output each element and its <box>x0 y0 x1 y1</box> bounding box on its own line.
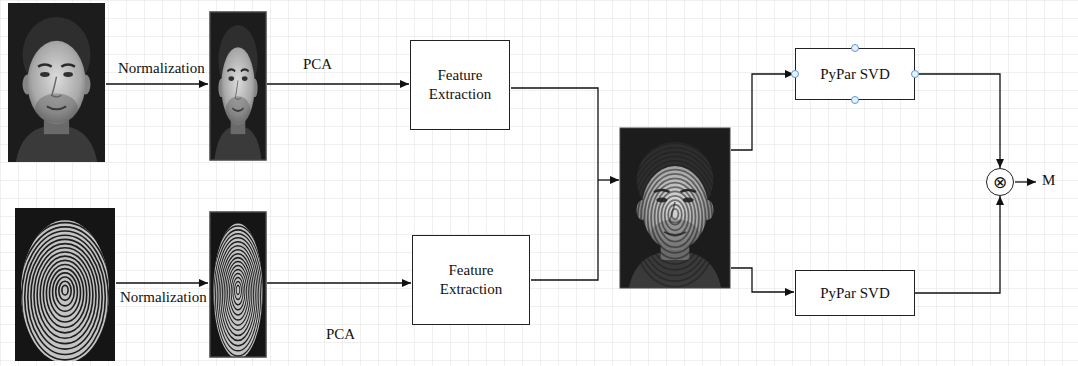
flow-arrow <box>1015 181 1036 182</box>
fused-image <box>620 143 729 303</box>
step-label: Normalization <box>118 60 205 77</box>
fingerprint-photo <box>15 208 115 366</box>
process-box: PyPar SVD <box>795 48 915 100</box>
connector-arrow <box>915 74 1000 168</box>
flow-arrow <box>116 282 208 283</box>
port-dot <box>851 44 859 52</box>
node-text: Feature Extraction <box>421 66 499 104</box>
normalized-face <box>210 12 266 160</box>
flow-arrow <box>598 179 619 180</box>
face-photo <box>8 3 105 162</box>
node-text: Feature Extraction <box>423 261 519 299</box>
port-dot <box>791 70 799 78</box>
process-box: PyPar SVD <box>795 270 915 316</box>
normalized-fingerprint <box>210 212 266 366</box>
operator-circle: ⊗ <box>986 168 1014 196</box>
process-box: Feature Extraction <box>412 235 530 325</box>
flow-arrow <box>267 83 409 84</box>
flow-arrow <box>531 180 598 280</box>
step-label: PCA <box>326 326 355 343</box>
step-label: PCA <box>303 56 332 73</box>
process-box: Feature Extraction <box>410 40 510 130</box>
node-text: ⊗ <box>993 174 1007 191</box>
normalized-face <box>210 12 266 160</box>
port-dot <box>851 96 859 104</box>
fused-image <box>620 128 730 288</box>
face-photo <box>8 3 105 162</box>
fused-image <box>620 143 729 303</box>
fingerprint-photo <box>15 208 115 366</box>
normalized-face <box>210 12 266 160</box>
fused-image <box>620 128 730 304</box>
flow-arrow <box>731 268 794 292</box>
normalized-fingerprint <box>210 212 266 357</box>
node-text: PyPar SVD <box>820 65 890 84</box>
flow-arrow <box>511 88 598 180</box>
flow-arrow <box>731 74 794 150</box>
flow-arrow <box>106 83 208 84</box>
step-label: Normalization <box>120 289 207 306</box>
output-label: M <box>1042 172 1055 189</box>
flow-arrow <box>106 74 1036 292</box>
normalized-fingerprint <box>210 212 266 366</box>
flow-arrow <box>267 282 411 283</box>
node-text: PyPar SVD <box>820 284 890 303</box>
port-dot <box>911 70 919 78</box>
connector-arrow <box>915 196 1000 293</box>
